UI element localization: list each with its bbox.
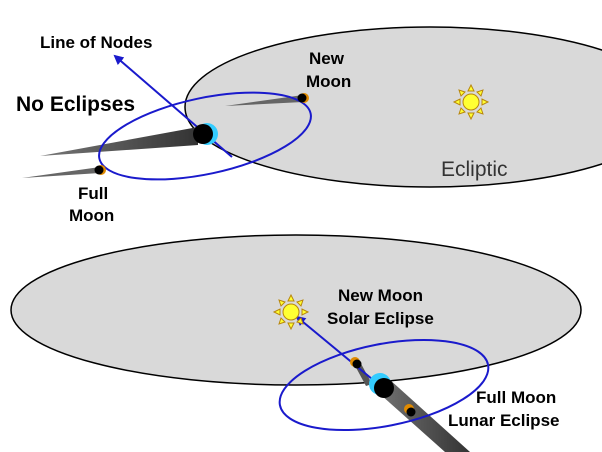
full-moon-label-bottom-line1: Full Moon bbox=[476, 388, 556, 407]
ecliptic-label: Ecliptic bbox=[441, 158, 508, 181]
lunar-orbit-top bbox=[98, 91, 312, 181]
solar-eclipse-label: Solar Eclipse bbox=[327, 309, 434, 328]
new-moon-label-top-line1: New bbox=[309, 49, 345, 68]
sun-icon-bottom bbox=[272, 293, 310, 331]
earth-top bbox=[193, 123, 218, 145]
sun-icon-top bbox=[452, 83, 490, 121]
full-moon-label-top-line1: Full bbox=[78, 184, 108, 203]
full-moon-top bbox=[94, 165, 106, 175]
earth-shadow-cone-bottom bbox=[372, 379, 470, 452]
bottom-panel: New Moon Solar Eclipse Full Moon Lunar E… bbox=[10, 234, 582, 452]
full-moon-label-top-line2: Moon bbox=[69, 206, 114, 225]
lunar-orbit-bottom bbox=[278, 338, 490, 432]
new-moon-label-top-line2: Moon bbox=[306, 72, 351, 91]
full-moon-shadow-top bbox=[22, 167, 100, 178]
earth-bottom bbox=[369, 373, 394, 398]
new-moon-label-bottom-line1: New Moon bbox=[338, 286, 423, 305]
new-moon-shadow-top bbox=[225, 95, 303, 106]
line-of-nodes-arrow-bottom bbox=[295, 315, 379, 385]
new-moon-top bbox=[297, 93, 309, 103]
line-of-nodes-label: Line of Nodes bbox=[40, 33, 152, 52]
lunar-eclipse-label: Lunar Eclipse bbox=[448, 411, 559, 430]
earth-shadow-cone-top bbox=[40, 127, 198, 156]
no-eclipses-heading: No Eclipses bbox=[16, 93, 135, 116]
ecliptic-plane-top bbox=[184, 26, 602, 188]
top-panel: Line of Nodes No Eclipses New Moon Eclip… bbox=[16, 26, 602, 225]
new-moon-bottom bbox=[350, 357, 362, 369]
full-moon-bottom bbox=[404, 404, 416, 417]
